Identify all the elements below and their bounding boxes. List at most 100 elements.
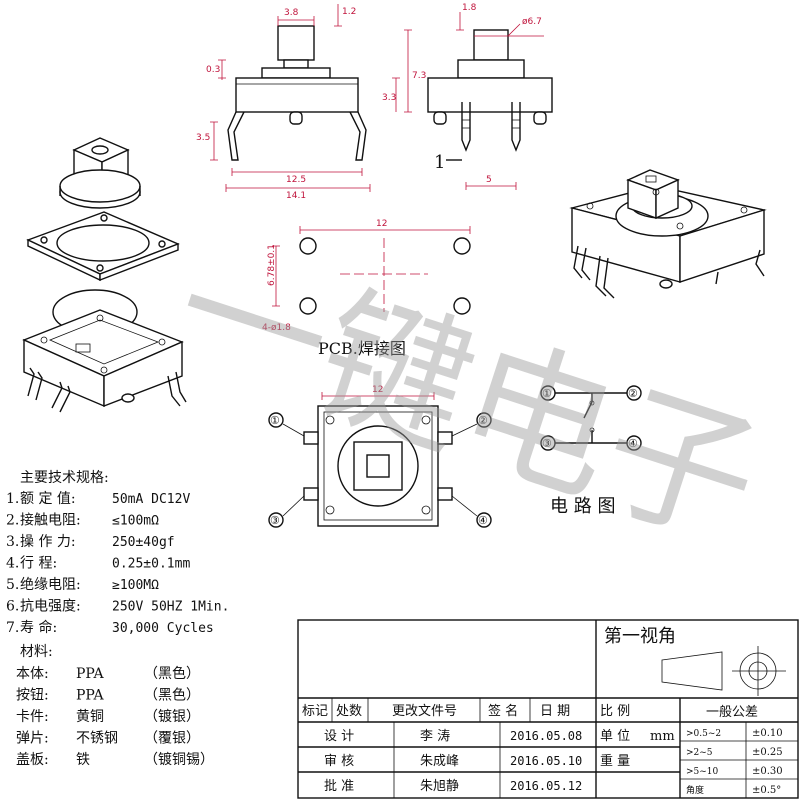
approval-role: 审 核 (324, 754, 354, 769)
dim-label: 12 (376, 219, 387, 229)
title-field-label: 单 位 (600, 729, 630, 744)
spec-value: 250±40gf (112, 535, 175, 550)
dim-label: ø6.7 (522, 17, 542, 27)
spec-value: 250V 50HZ 1Min. (112, 600, 229, 615)
title-block-header: 比 例 (600, 704, 630, 719)
pin-2-label: ② (628, 387, 638, 400)
material-name: PPA (76, 666, 105, 682)
dim-label: 12.5 (286, 175, 306, 185)
dim-label: 3.5 (196, 133, 210, 143)
tolerance-value: ±0.5° (752, 785, 781, 796)
material-name: 黄铜 (76, 708, 104, 725)
spec-label: 行 程: (20, 556, 57, 572)
approval-date: 2016.05.12 (510, 779, 582, 793)
dim-label: 1.8 (462, 3, 477, 13)
tolerance-range: 角度 (686, 784, 704, 796)
materials-heading: 材料: (20, 644, 53, 660)
pcb-title: PCB.焊接图 (318, 339, 406, 358)
front-view: 3.8 1.2 0.3 7.3 3.3 3.5 12.5 14.1 (196, 4, 426, 201)
approval-role: 批 准 (324, 779, 354, 794)
approval-role: 设 计 (324, 729, 354, 744)
dim-label: 3.3 (382, 93, 396, 103)
dim-label: 1.2 (342, 7, 356, 17)
dim-label: 5 (486, 175, 492, 185)
spec-heading: 主要技术规格: (20, 470, 109, 486)
approver-name: 朱成峰 (420, 754, 459, 769)
exploded-view (22, 137, 187, 413)
tolerance-range: >2~5 (686, 748, 713, 758)
circuit-diagram: ① ② ③ ④ 电 路 图 (540, 385, 642, 517)
approver-name: 朱旭静 (420, 779, 459, 794)
assembled-view (569, 169, 767, 299)
spec-label: 操 作 力: (20, 534, 76, 550)
material-part: 卡件: (16, 709, 49, 725)
title-field-value: mm (650, 729, 675, 744)
pin-1-label: ① (270, 414, 280, 427)
material-finish: （黑色） (144, 665, 200, 682)
tolerance-range: >5~10 (686, 767, 719, 777)
material-finish: （镀银） (144, 708, 200, 725)
material-name: PPA (76, 688, 105, 704)
spec-number: 2. (6, 513, 19, 529)
pcb-footprint: 12 6.78±0.1 4-ø1.8 PCB.焊接图 (262, 219, 471, 358)
dim-label: 0.3 (206, 65, 220, 75)
dim-label: 4-ø1.8 (262, 323, 291, 333)
pin-2-label: ② (478, 414, 488, 427)
title-block-header: 标记 (302, 704, 328, 719)
title-block-header: 签 名 (488, 703, 518, 719)
spec-list: 主要技术规格: 1.额 定 值: 50mA DC12V 2.接触电阻: ≤100mΩ 3… (6, 470, 229, 768)
material-part: 本体: (16, 666, 49, 682)
view-label: 第一视角 (604, 626, 676, 647)
spec-label: 额 定 值: (20, 491, 76, 507)
tolerance-range: >0.5~2 (686, 729, 721, 739)
pin-4-label: ④ (478, 514, 488, 527)
approval-date: 2016.05.08 (510, 729, 582, 743)
dim-label: 3.8 (284, 8, 299, 18)
spec-number: 6. (6, 599, 19, 615)
approval-date: 2016.05.10 (510, 754, 582, 768)
dim-label: 6.78±0.1 (267, 244, 277, 286)
spec-value: ≤100mΩ (112, 514, 159, 529)
general-tolerance-label: 一般公差 (706, 704, 758, 720)
title-block-header: 处数 (336, 704, 362, 719)
spec-number: 4. (6, 556, 19, 572)
pin-3-label: ③ (270, 514, 280, 527)
dim-label: 14.1 (286, 191, 306, 201)
material-finish: （覆银） (144, 731, 200, 747)
top-view: 12 ① ② ③ ④ (268, 385, 492, 528)
pin-1-label: ① (542, 387, 552, 400)
spec-number: 1. (6, 491, 19, 507)
spec-value: 50mA DC12V (112, 492, 190, 507)
dim-label: 1 (434, 152, 445, 173)
dim-label: 12 (372, 385, 383, 395)
side-view: 1.8 ø6.7 1 5 (427, 3, 553, 190)
dim-label: 7.3 (412, 71, 426, 81)
material-name: 铁 (76, 752, 90, 768)
spec-number: 3. (6, 534, 19, 550)
spec-number: 5. (6, 577, 19, 593)
pin-3-label: ③ (542, 437, 552, 450)
tolerance-value: ±0.25 (752, 747, 783, 758)
spec-label: 寿 命: (20, 619, 57, 636)
tolerance-value: ±0.10 (752, 728, 783, 739)
spec-label: 绝缘电阻: (20, 577, 81, 593)
pin-callouts: ① ② ③ ④ (268, 412, 492, 528)
spec-value: ≥100MΩ (112, 578, 159, 593)
title-field-label: 重 量 (600, 753, 630, 769)
material-part: 按钮: (16, 688, 49, 704)
spec-label: 抗电强度: (20, 599, 81, 615)
material-finish: （黑色） (144, 687, 200, 704)
spec-value: 0.25±0.1mm (112, 557, 190, 572)
spec-value: 30,000 Cycles (112, 621, 214, 636)
circuit-title: 电 路 图 (550, 496, 615, 517)
spec-label: 接触电阻: (20, 512, 81, 529)
pin-4-label: ④ (628, 437, 638, 450)
spec-number: 7. (6, 620, 19, 636)
material-name: 不锈钢 (76, 731, 118, 747)
material-finish: （镀铜锡） (144, 751, 214, 768)
approver-name: 李 涛 (420, 728, 450, 744)
title-block-header: 更改文件号 (392, 704, 457, 719)
tolerance-value: ±0.30 (752, 766, 783, 777)
